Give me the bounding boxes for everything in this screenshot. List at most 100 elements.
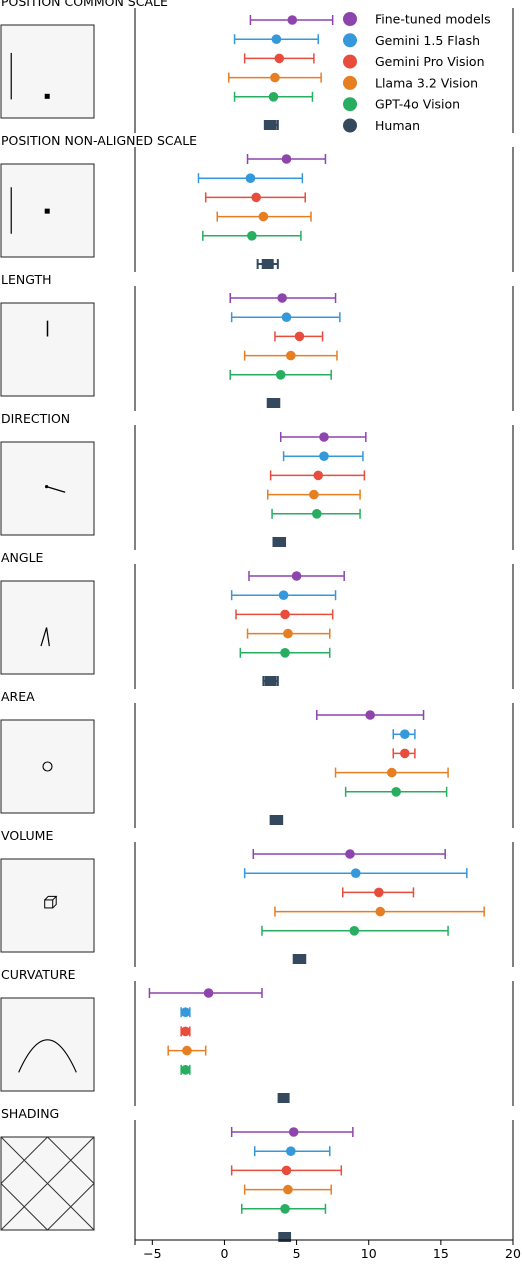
mean-point (286, 1146, 296, 1156)
legend-label: Human (375, 118, 420, 133)
mean-point (387, 767, 397, 778)
legend-label: Llama 3.2 Vision (375, 75, 478, 90)
panel-volume: VOLUME (0, 828, 514, 967)
stimulus-direction-line (46, 486, 66, 493)
x-tick-label: 20 (505, 1246, 521, 1261)
panel-angle: ANGLE (0, 550, 514, 689)
mean-point (281, 154, 292, 164)
mean-point (251, 192, 261, 203)
stimulus-frame (0, 580, 95, 675)
legend-marker (343, 54, 357, 69)
mean-point (180, 1026, 191, 1037)
mean-point (309, 489, 319, 500)
mean-point (283, 1184, 293, 1195)
mean-point (375, 906, 386, 917)
stimulus-dot (44, 208, 50, 214)
x-tick-label: 5 (293, 1246, 301, 1261)
panel-shading: SHADING (0, 1106, 514, 1245)
stimulus-cube-front (44, 899, 54, 909)
mean-point (268, 92, 279, 102)
panel-area: AREA (0, 689, 514, 828)
panel-length: LENGTH (0, 272, 514, 411)
x-tick-label: 15 (433, 1246, 449, 1261)
x-tick-label: −5 (143, 1246, 161, 1261)
stimulus-circle (42, 761, 53, 772)
mean-point (399, 729, 410, 739)
mean-point (280, 648, 290, 658)
panel-title: SHADING (1, 1106, 59, 1121)
mean-point (399, 748, 410, 759)
legend-marker (343, 97, 357, 112)
legend-marker (343, 75, 357, 90)
mean-point (345, 849, 355, 859)
stimulus-cube-top (44, 895, 58, 901)
legend-label: Fine-tuned models (375, 12, 491, 27)
stimulus-frame (0, 858, 95, 953)
legend-marker (343, 12, 357, 26)
mean-point (182, 1045, 192, 1056)
panel-direction: DIRECTION (0, 411, 514, 550)
legend-label: Gemini 1.5 Flash (375, 33, 480, 48)
mean-point (286, 350, 296, 361)
panel-position-nonaligned: POSITION NON-ALIGNED SCALE (0, 133, 514, 272)
panel-curvature: CURVATURE (0, 967, 514, 1106)
stimulus-frame (0, 441, 95, 536)
panel-title: POSITION COMMON SCALE (1, 0, 168, 9)
mean-point (294, 331, 305, 342)
stimulus-curve (18, 1039, 77, 1073)
stimulus-frame (0, 24, 95, 119)
mean-point (180, 1065, 191, 1075)
mean-point (281, 1165, 292, 1176)
legend-marker (343, 118, 357, 133)
stimulus-shading-pattern (0, 1136, 95, 1231)
panel-position-common: POSITION COMMON SCALE (0, 0, 514, 133)
stimulus-dot (44, 93, 50, 99)
mean-point (374, 887, 384, 898)
panel-title: AREA (1, 689, 35, 704)
mean-point (247, 231, 257, 241)
mean-point (280, 609, 290, 620)
mean-point (391, 787, 401, 797)
x-tick-label: 10 (361, 1246, 377, 1261)
mean-point (258, 211, 269, 222)
x-tick-label: 0 (220, 1246, 228, 1261)
mean-point (245, 173, 256, 183)
stimulus-frame (0, 719, 95, 814)
panel-title: LENGTH (1, 272, 52, 287)
mean-point (281, 312, 292, 323)
mean-point (313, 470, 324, 481)
mean-point (275, 370, 286, 380)
mean-point (277, 293, 287, 303)
mean-point (319, 432, 329, 442)
panel-title: DIRECTION (1, 411, 70, 426)
mean-point (311, 509, 322, 519)
mean-point (274, 53, 285, 64)
mean-point (203, 988, 214, 998)
panel-title: VOLUME (1, 828, 53, 843)
mean-point (280, 1204, 290, 1214)
stimulus-angle-lines (40, 627, 50, 647)
mean-point (287, 15, 298, 25)
stimulus-cube-side (52, 896, 57, 909)
legend-label: GPT-4o Vision (375, 97, 460, 112)
mean-point (271, 34, 282, 44)
panel-title: CURVATURE (1, 967, 76, 982)
mean-point (350, 868, 361, 878)
mean-point (319, 451, 329, 462)
mean-point (278, 590, 289, 600)
mean-point (365, 710, 375, 720)
mean-point (180, 1007, 191, 1017)
mean-point (270, 72, 280, 83)
panel-title: POSITION NON-ALIGNED SCALE (1, 133, 197, 148)
legend-marker (343, 33, 357, 48)
mean-point (288, 1127, 299, 1137)
mean-point (291, 571, 302, 581)
mean-point (283, 628, 293, 639)
stimulus-frame (0, 997, 95, 1092)
mean-point (349, 926, 360, 936)
stimulus-frame (0, 302, 95, 397)
panel-title: ANGLE (1, 550, 44, 565)
legend-label: Gemini Pro Vision (375, 54, 485, 69)
